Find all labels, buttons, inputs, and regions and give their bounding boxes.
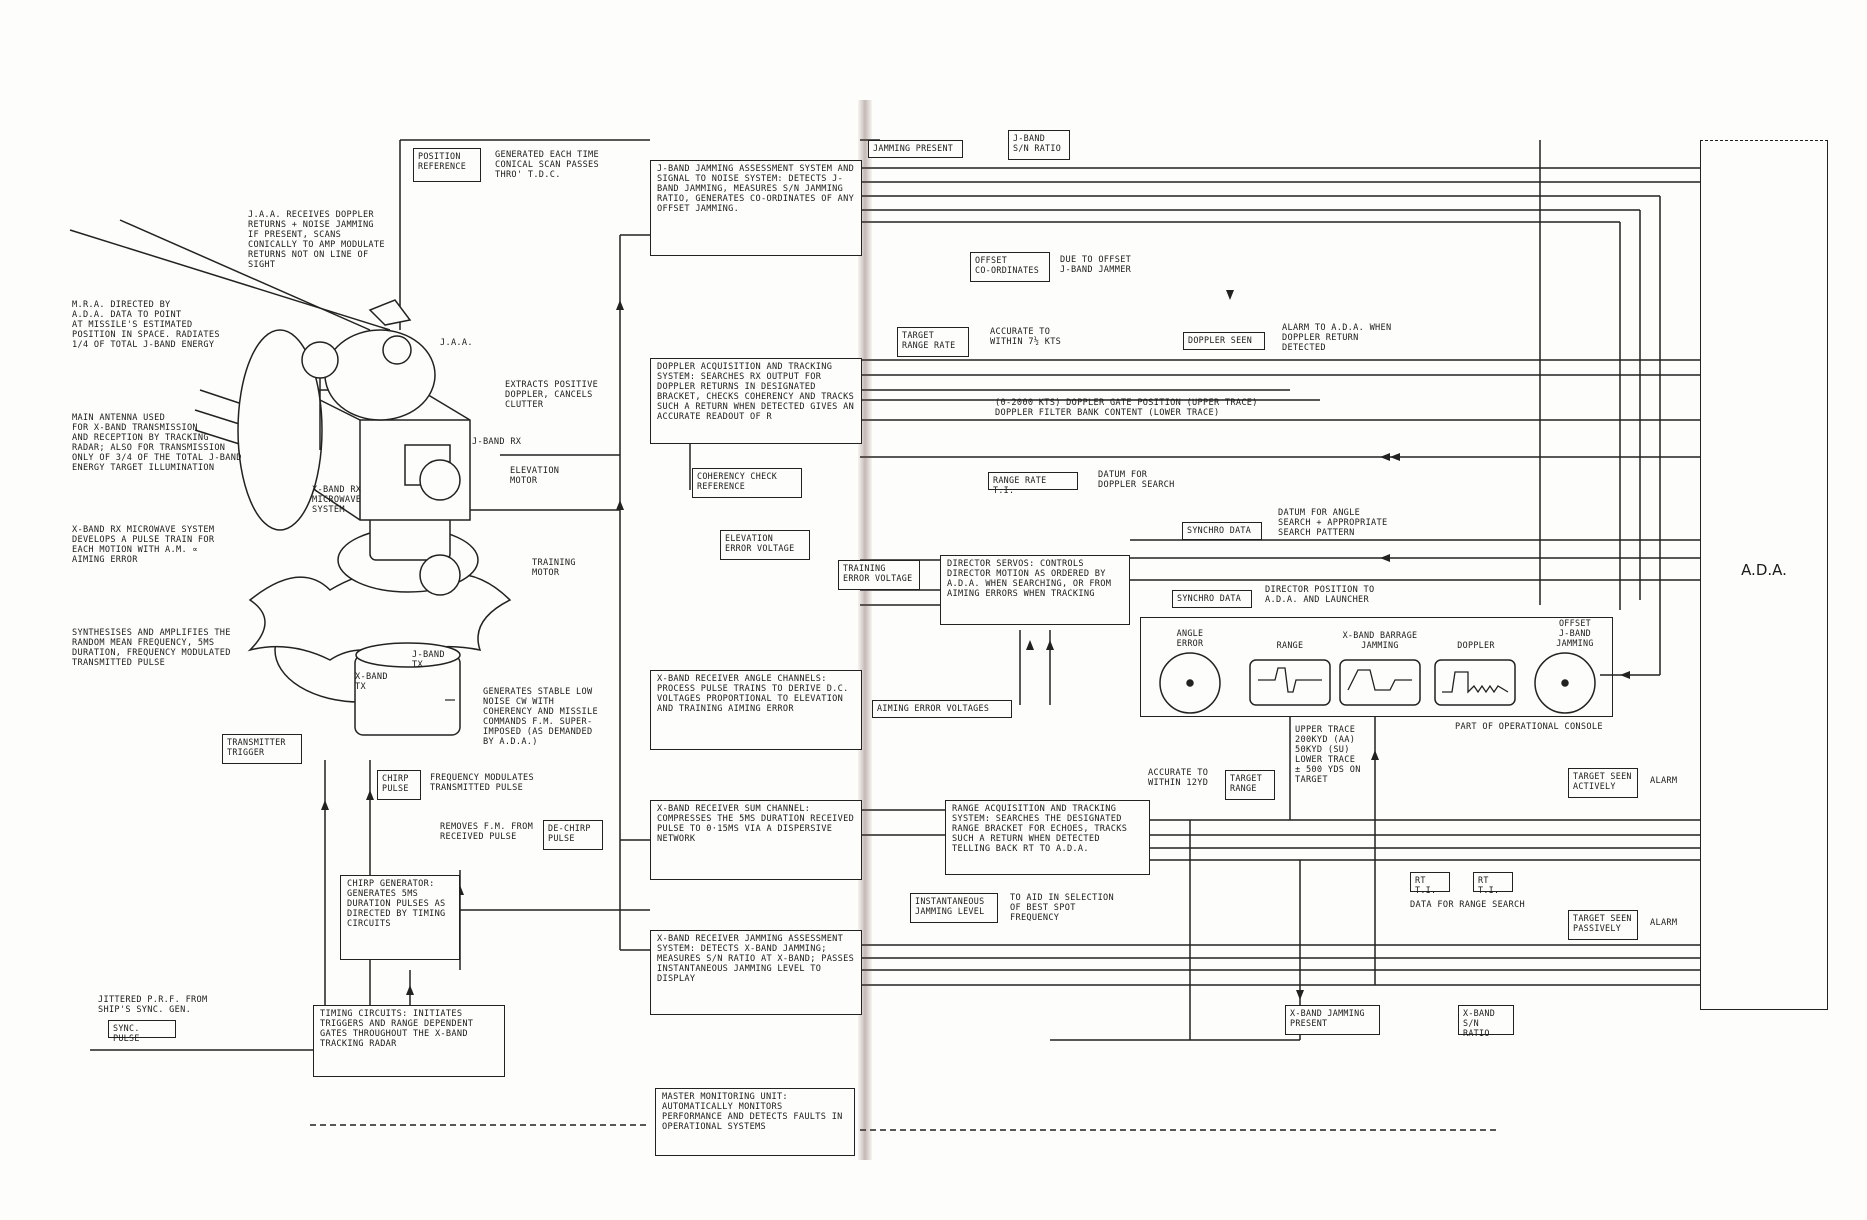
note-alarm-2: ALARM [1650,918,1678,928]
ada-label: A.D.A. [1741,561,1787,579]
target-range-rate-box: TARGET RANGE RATE [897,327,969,357]
ada-block: A.D.A. [1700,140,1828,1010]
xband-angle-channels-box: X-BAND RECEIVER ANGLE CHANNELS: PROCESS … [650,670,862,750]
note-accurate-kts: ACCURATE TO WITHIN 7½ KTS [990,327,1062,347]
note-jband-tx: J-BAND Tx [412,650,445,670]
chirp-generator-box: CHIRP GENERATOR: GENERATES 5µS DURATION … [340,875,460,960]
console-range: RANGE [1276,640,1304,650]
note-alarm-1: ALARM [1650,776,1678,786]
note-mra-directed: M.R.A. DIRECTED BY A.D.A. DATA TO POINT … [72,300,220,350]
xband-jamming-present-box: X-BAND JAMMING PRESENT [1285,1005,1380,1035]
synchro-data-box-1: SYNCHRO DATA [1182,522,1262,540]
chirp-pulse-box: CHIRP PULSE [377,770,421,800]
rt-ti-box-2: RT T.I. [1473,872,1513,895]
master-monitoring-box: MASTER MONITORING UNIT: AUTOMATICALLY MO… [655,1088,855,1156]
offset-coordinates-box: OFFSET CO-ORDINATES [970,252,1050,282]
note-director-position: DIRECTOR POSITION TO A.D.A. AND LAUNCHER [1265,585,1375,605]
synchro-data-box-2: SYNCHRO DATA [1172,590,1252,608]
transmitter-trigger-box: TRANSMITTER TRIGGER [222,734,302,764]
note-removes-fm: REMOVES F.M. FROM RECEIVED PULSE [440,822,534,842]
range-rate-ti-box: RANGE RATE T.I. [988,472,1078,495]
note-xband-rx-microwave: X-BAND Rx MICROWAVE SYSTEM DEVELOPS A PU… [72,525,215,565]
xband-sum-channel-box: X-BAND RECEIVER SUM CHANNEL: COMPRESSES … [650,800,862,880]
note-training-motor: TRAINING MOTOR [532,558,576,578]
note-upper-trace: UPPER TRACE 200KYD (AA) 50KYD (SU) LOWER… [1295,725,1361,785]
note-datum-doppler: DATUM FOR DOPPLER SEARCH [1098,470,1175,490]
doppler-seen-box: DOPPLER SEEN [1183,332,1265,350]
note-elevation-motor: ELEVATION MOTOR [510,466,560,486]
note-data-range-search: DATA FOR RANGE SEARCH [1410,900,1525,910]
note-xband-tx: X-BAND Tx [355,672,388,692]
operational-console [1140,617,1613,717]
elevation-error-box: ELEVATION ERROR VOLTAGE [720,530,810,560]
aiming-error-voltages-box: AIMING ERROR VOLTAGES [872,700,1012,718]
director-servos-box: DIRECTOR SERVOS: CONTROLS DIRECTOR MOTIO… [940,555,1130,625]
jamming-present-box: JAMMING PRESENT [868,140,963,158]
console-xband-barrage: X-BAND BARRAGE JAMMING [1342,630,1418,650]
timing-circuits-box: TIMING CIRCUITS: INITIATES TRIGGERS AND … [313,1005,505,1077]
doppler-acquisition-box: DOPPLER ACQUISITION AND TRACKING SYSTEM:… [650,358,862,444]
jband-sn-ratio-box: J-BAND S/N RATIO [1008,130,1070,160]
note-jittered-prf: JITTERED P.R.F. FROM SHIP'S SYNC. GEN. [98,995,208,1015]
xband-jamming-assessment-box: X-BAND RECEIVER JAMMING ASSESSMENT SYSTE… [650,930,862,1015]
note-synthesises: SYNTHESISES AND AMPLIFIES THE RANDOM MEA… [72,628,231,668]
sync-pulse-box: SYNC. PULSE [108,1020,176,1043]
instantaneous-jamming-box: INSTANTANEOUS JAMMING LEVEL [910,893,998,923]
note-to-aid-selection: TO AID IN SELECTION OF BEST SPOT FREQUEN… [1010,893,1115,923]
console-caption: PART OF OPERATIONAL CONSOLE [1455,722,1603,732]
note-doppler-gate: (0-2000 KTS) DOPPLER GATE POSITION (UPPE… [995,398,1258,418]
range-acquisition-box: RANGE ACQUISITION AND TRACKING SYSTEM: S… [945,800,1150,875]
note-extracts-positive: EXTRACTS POSITIVE DOPPLER, CANCELS CLUTT… [505,380,599,410]
note-frequency-modulates: FREQUENCY MODULATES TRANSMITTED PULSE [430,773,535,793]
training-error-box: TRAINING ERROR VOLTAGE [838,560,920,590]
jband-jamming-box: J-BAND JAMMING ASSESSMENT SYSTEM AND SIG… [650,160,862,256]
position-reference-box: POSITION REFERENCE [413,148,481,182]
note-generated-each-time: GENERATED EACH TIME CONICAL SCAN PASSES … [495,150,600,180]
target-range-box: TARGET RANGE [1225,770,1275,800]
console-doppler: DOPPLER [1457,640,1495,650]
target-seen-actively-box: TARGET SEEN ACTIVELY [1568,768,1638,798]
note-datum-angle: DATUM FOR ANGLE SEARCH + APPROPRIATE SEA… [1278,508,1388,538]
target-seen-passively-box: TARGET SEEN PASSIVELY [1568,910,1638,940]
console-angle-error: ANGLE ERROR [1176,628,1204,648]
note-due-to-offset: DUE TO OFFSET J-BAND JAMMER [1060,255,1132,275]
rt-ti-box-1: RT T.I. [1410,872,1450,895]
note-xband-rx-system: X-BAND Rx MICROWAVE SYSTEM [312,485,362,515]
console-offset-jband: OFFSET J-BAND JAMMING [1556,618,1594,648]
note-jaa-receives: J.A.A. RECEIVES DOPPLER RETURNS + NOISE … [248,210,385,270]
coherency-check-box: COHERENCY CHECK REFERENCE [692,468,802,498]
note-jaa: J.A.A. [440,338,473,348]
note-alarm-doppler: ALARM TO A.D.A. WHEN DOPPLER RETURN DETE… [1282,323,1392,353]
dechirp-pulse-box: DE-CHIRP PULSE [543,820,603,850]
note-main-antenna: MAIN ANTENNA USED FOR X-BAND TRANSMISSIO… [72,413,242,473]
note-generates-stable: GENERATES STABLE LOW NOISE CW WITH COHER… [483,687,598,747]
note-jband-rx: J-BAND Rx [472,437,522,447]
xband-sn-ratio-box: X-BAND S/N RATIO [1458,1005,1514,1038]
note-accurate-yd: ACCURATE TO WITHIN 12YD [1148,768,1209,788]
